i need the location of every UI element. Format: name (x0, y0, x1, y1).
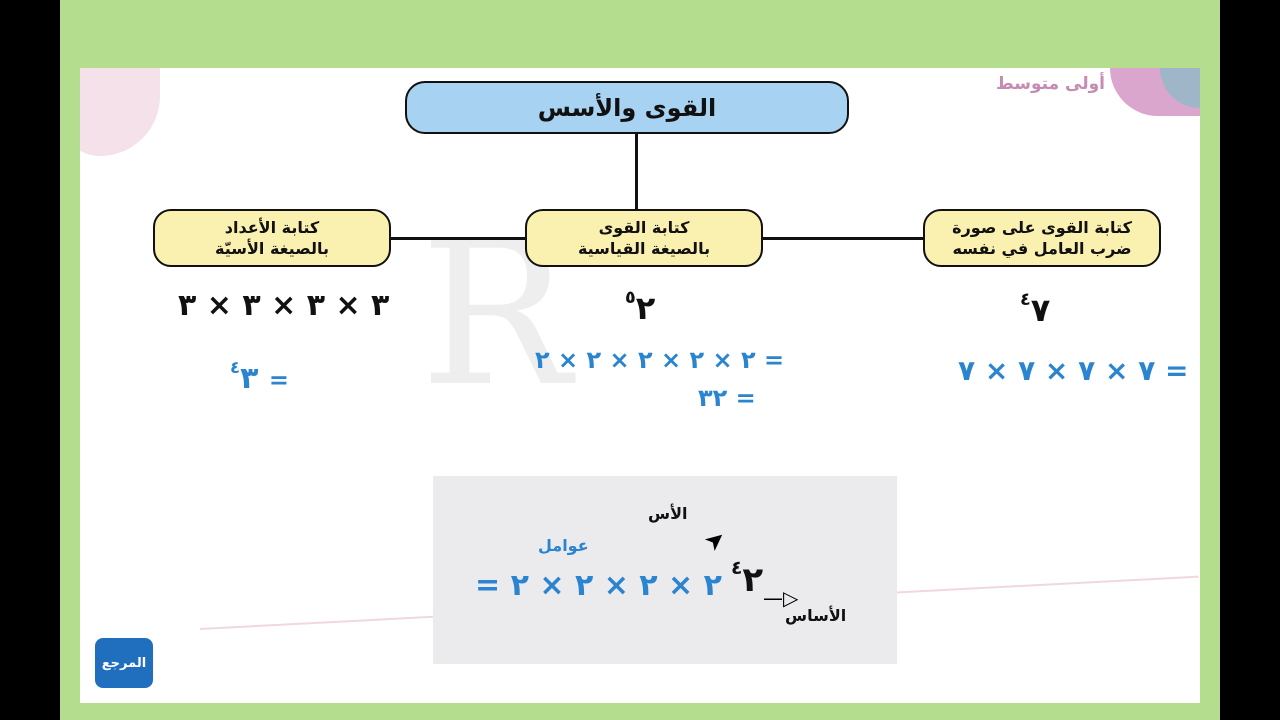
node-title-line: كتابة الأعداد (224, 218, 320, 237)
connector-vertical (635, 134, 638, 210)
center-result: = ٣٢ (698, 384, 756, 412)
grade-label: أولى متوسط (996, 74, 1105, 94)
base: ٧ (1030, 290, 1051, 329)
base: ٢ (742, 559, 764, 600)
exponent: ٤ (230, 358, 241, 377)
example-panel: الأس ➤ عوامل ٢ × ٢ × ٢ × ٢ = ٤٢ —▷ الأسا… (433, 476, 897, 664)
logo-text: المرجع (101, 655, 147, 671)
example-expansion: ٢ × ٢ × ٢ × ٢ = (475, 568, 722, 603)
example-power: ٤٢ (731, 558, 763, 600)
slide-panel: R أولى متوسط القوى والأسس كتابة الأعداد … (80, 68, 1200, 703)
left-result: ٤٣ = (230, 358, 289, 396)
exponent: ٤ (1020, 290, 1031, 310)
exponent: ٤ (731, 558, 743, 579)
node-title-line: كتابة القوى على صورة (952, 218, 1132, 237)
arrow-to-exponent-icon: ➤ (698, 522, 732, 558)
node-title-line: كتابة القوى (598, 218, 690, 237)
right-power: ٤٧ (1020, 290, 1050, 329)
center-expansion: = ٢ × ٢ × ٢ × ٢ × ٢ (535, 346, 785, 374)
site-logo: المرجع (95, 638, 153, 688)
exponent-label: الأس (648, 504, 688, 523)
node-title-line: بالصيغة القياسية (577, 239, 711, 258)
base: ٣ (240, 360, 259, 396)
node-factor-form: كتابة القوى على صورة ضرب العامل في نفسه (923, 209, 1161, 267)
node-standard-form: كتابة القوى بالصيغة القياسية (525, 209, 763, 267)
title-text: القوى والأسس (537, 93, 717, 122)
left-expression: ٣ × ٣ × ٣ × ٣ (178, 288, 390, 323)
factors-label: عوامل (538, 536, 589, 555)
arrow-to-base-icon: —▷ (763, 586, 799, 610)
equals-sign: = (268, 365, 289, 394)
decorative-blob (80, 68, 160, 156)
node-exponential-form: كتابة الأعداد بالصيغة الأسيّة (153, 209, 391, 267)
node-title-line: بالصيغة الأسيّة (215, 239, 329, 258)
node-title-line: ضرب العامل في نفسه (952, 239, 1132, 258)
center-power: ٥٢ (625, 288, 655, 327)
base-label: الأساس (785, 606, 847, 625)
base: ٢ (635, 288, 656, 327)
right-expansion: = ٧ × ٧ × ٧ × ٧ (958, 354, 1189, 387)
exponent: ٥ (625, 288, 636, 308)
title-node: القوى والأسس (405, 81, 849, 134)
